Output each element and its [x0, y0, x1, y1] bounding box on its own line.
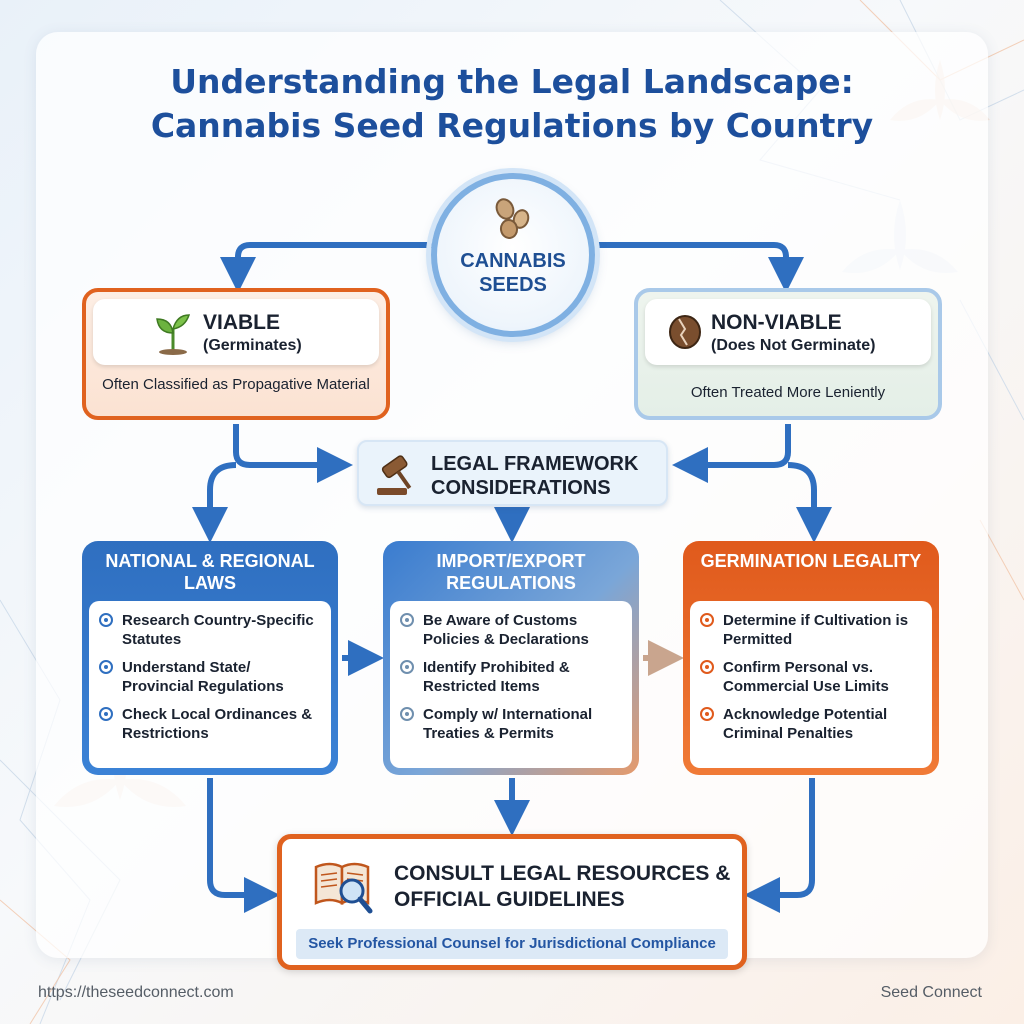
list-item-text: Determine if Cultivation is Permitted — [723, 612, 909, 648]
cannabis-seeds-node: CANNABIS SEEDS — [431, 173, 595, 337]
bullet-icon — [99, 707, 113, 721]
import-card-title: IMPORT/EXPORT REGULATIONS — [436, 551, 586, 593]
viable-description: Often Classified as Propagative Material — [102, 376, 370, 393]
viable-header: VIABLE (Germinates) — [93, 299, 379, 365]
consult-title: CONSULT LEGAL RESOURCES & OFFICIAL GUIDE… — [394, 862, 731, 911]
consult-legal-resources-box: CONSULT LEGAL RESOURCES & OFFICIAL GUIDE… — [277, 834, 747, 970]
nonviable-title: NON-VIABLE — [711, 311, 842, 334]
footer-url-link[interactable]: https://theseedconnect.com — [38, 984, 234, 1001]
bullet-icon — [700, 660, 714, 674]
bullet-icon — [700, 613, 714, 627]
nonviable-box: NON-VIABLE (Does Not Germinate) Often Tr… — [634, 288, 942, 420]
national-regional-laws-card: NATIONAL & REGIONAL LAWS Research Countr… — [82, 541, 338, 775]
title-line-1: Understanding the Legal Landscape: — [170, 62, 854, 101]
page-title: Understanding the Legal Landscape: Canna… — [60, 60, 964, 148]
list-item: Comply w/ International Treaties & Permi… — [400, 705, 624, 743]
list-item: Understand State/ Provincial Regulations — [99, 658, 323, 696]
list-item-text: Research Country-Specific Statutes — [122, 612, 314, 648]
bullet-icon — [99, 613, 113, 627]
gavel-icon — [377, 455, 412, 495]
bullet-icon — [400, 613, 414, 627]
list-item-text: Be Aware of Customs Policies & Declarati… — [423, 612, 589, 648]
book-magnifier-icon — [314, 862, 373, 914]
bullet-icon — [400, 660, 414, 674]
list-item-text: Acknowledge Potential Criminal Penalties — [723, 706, 888, 742]
list-item-text: Confirm Personal vs. Commercial Use Limi… — [723, 659, 889, 695]
list-item-text: Check Local Ordinances & Restrictions — [122, 706, 313, 742]
list-item-text: Comply w/ International Treaties & Permi… — [423, 706, 593, 742]
nonviable-header: NON-VIABLE (Does Not Germinate) — [645, 299, 931, 365]
bullet-icon — [400, 707, 414, 721]
list-item: Check Local Ordinances & Restrictions — [99, 705, 323, 743]
germination-card-body: Determine if Cultivation is Permitted Co… — [690, 601, 932, 768]
list-item: Acknowledge Potential Criminal Penalties — [700, 705, 924, 743]
nonviable-description: Often Treated More Leniently — [690, 384, 886, 401]
viable-subtitle: (Germinates) — [203, 337, 302, 354]
germination-card-title: GERMINATION LEGALITY — [700, 551, 922, 571]
bullet-icon — [99, 660, 113, 674]
import-card-body: Be Aware of Customs Policies & Declarati… — [390, 601, 632, 768]
list-item: Identify Prohibited & Restricted Items — [400, 658, 624, 696]
national-card-title: NATIONAL & REGIONAL LAWS — [105, 551, 315, 593]
germination-legality-card: GERMINATION LEGALITY Determine if Cultiv… — [683, 541, 939, 775]
seeds-icon — [495, 198, 530, 239]
sprout-icon — [156, 314, 191, 355]
list-item: Be Aware of Customs Policies & Declarati… — [400, 611, 624, 649]
list-item-text: Identify Prohibited & Restricted Items — [423, 659, 570, 695]
bullet-icon — [700, 707, 714, 721]
national-card-body: Research Country-Specific Statutes Under… — [89, 601, 331, 768]
viable-title: VIABLE — [203, 311, 281, 334]
viable-box: VIABLE (Germinates) Often Classified as … — [82, 288, 390, 420]
list-item-text: Understand State/ Provincial Regulations — [122, 659, 284, 695]
cannabis-seeds-label: CANNABIS SEEDS — [460, 250, 566, 296]
list-item: Research Country-Specific Statutes — [99, 611, 323, 649]
legal-framework-label: LEGAL FRAMEWORK CONSIDERATIONS — [431, 453, 639, 499]
nonviable-subtitle: (Does Not Germinate) — [711, 337, 876, 354]
legal-framework-box: LEGAL FRAMEWORK CONSIDERATIONS — [357, 440, 668, 506]
cracked-seed-icon — [669, 315, 701, 349]
footer-brand: Seed Connect — [880, 984, 982, 1001]
import-export-regulations-card: IMPORT/EXPORT REGULATIONS Be Aware of Cu… — [383, 541, 639, 775]
consult-subtitle: Seek Professional Counsel for Jurisdicti… — [296, 929, 728, 959]
title-line-2: Cannabis Seed Regulations by Country — [150, 106, 874, 145]
list-item: Confirm Personal vs. Commercial Use Limi… — [700, 658, 924, 696]
list-item: Determine if Cultivation is Permitted — [700, 611, 924, 649]
